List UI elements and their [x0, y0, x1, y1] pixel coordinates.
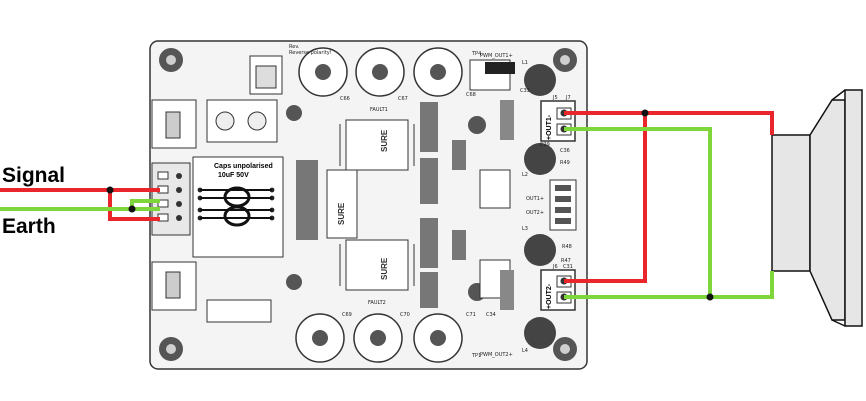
- svg-text:J5: J5: [552, 95, 558, 101]
- output-terminal-1: +OUT1-: [540, 100, 576, 142]
- earth-label: Earth: [2, 215, 56, 238]
- cap-label: C70: [400, 312, 410, 318]
- caps-note-line2: 10uF 50V: [218, 172, 249, 179]
- inductor-coils: [524, 64, 556, 349]
- svg-text:OUT1+: OUT1+: [526, 196, 544, 202]
- rev-pol-label: Rev.: [289, 44, 300, 50]
- svg-text:C31: C31: [563, 264, 573, 270]
- speaker-positive-wire: [564, 111, 774, 283]
- signal-wire: [0, 188, 160, 221]
- svg-text:L4: L4: [522, 348, 528, 354]
- speaker-negative-wire: [564, 127, 774, 299]
- out2-label: +OUT2-: [546, 283, 553, 309]
- input-terminal: [151, 162, 191, 236]
- svg-text:OUT2+: OUT2+: [526, 210, 544, 216]
- earth-wire: [0, 199, 160, 211]
- chip-brand: SURE: [380, 257, 389, 280]
- wire-junctions: [106, 109, 714, 301]
- output-terminal-2: +OUT2-: [540, 269, 576, 311]
- pwm-label: PWM_OUT2+: [480, 352, 513, 358]
- svg-text:TP1: TP1: [471, 353, 481, 359]
- caps-note-box: Caps unpolarised 10uF 50V: [192, 156, 284, 258]
- svg-text:L2: L2: [522, 172, 528, 178]
- svg-text:C33: C33: [520, 88, 530, 94]
- fault-label: FAULT1: [370, 107, 388, 113]
- chip-brand: SURE: [337, 202, 346, 225]
- cap-label: C71: [466, 312, 476, 318]
- capacitor-bottom-row: [295, 313, 463, 363]
- svg-text:R48: R48: [562, 244, 572, 250]
- cap-label: C69: [342, 312, 352, 318]
- signal-label: Signal: [2, 164, 65, 187]
- amplifier-board: C66 C67 C68 C69 C70 C71: [149, 40, 588, 370]
- svg-text:C36: C36: [560, 148, 570, 154]
- svg-text:L1: L1: [522, 60, 528, 66]
- cap-label: C67: [398, 96, 408, 102]
- silkscreen-labels: TP4 TP1 L1 L2 L3 L4 J5 J7 J6 C33 C34 C29…: [471, 51, 573, 359]
- caps-note-line1: Caps unpolarised: [214, 163, 273, 170]
- amplifier-chips: SURE SURE SURE: [326, 119, 415, 291]
- fault-label: FAULT2: [368, 300, 386, 306]
- chip-brand: SURE: [380, 129, 389, 152]
- svg-text:C29: C29: [540, 142, 550, 148]
- svg-text:J6: J6: [552, 264, 558, 270]
- svg-text:J7: J7: [565, 95, 571, 101]
- speaker: [771, 89, 863, 327]
- cap-label: C66: [340, 96, 350, 102]
- svg-text:R49: R49: [560, 160, 570, 166]
- svg-text:C34: C34: [486, 312, 496, 318]
- capacitor-top-row: [298, 47, 463, 97]
- out1-label: +OUT1-: [546, 114, 553, 140]
- svg-text:L3: L3: [522, 226, 528, 232]
- rev-pol-label: Reverse polarity!: [289, 50, 332, 56]
- svg-text:R47: R47: [561, 258, 571, 264]
- cap-label: C68: [466, 92, 476, 98]
- svg-text:TP4: TP4: [471, 51, 481, 57]
- pwm-label: PWM_OUT1+: [480, 53, 513, 59]
